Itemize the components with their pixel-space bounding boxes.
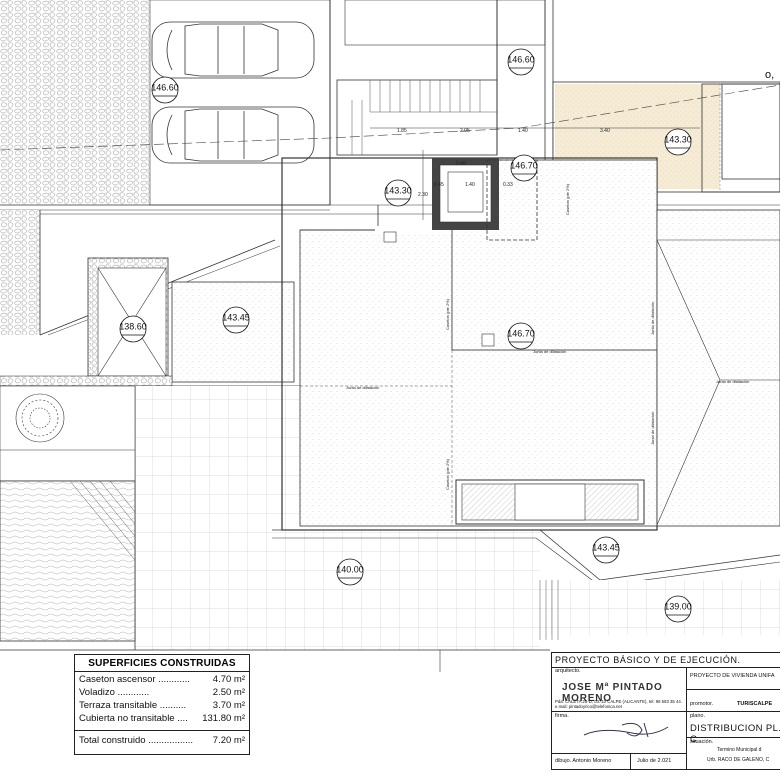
level-label: 143.45 [592, 542, 620, 552]
level-label: 143.45 [222, 312, 250, 322]
car-2 [151, 106, 315, 164]
promoter-name: TURISCALPE [737, 701, 773, 707]
total-value: 7.20 m² [212, 735, 245, 746]
car-1 [151, 21, 315, 79]
areas-row: Cubierta no transitable .... 131.80 m² [75, 711, 249, 724]
level-label: 140.00 [336, 564, 364, 574]
joint-label: Junta de dilatación [716, 379, 749, 384]
title-block: PROYECTO BÁSICO Y DE EJECUCIÓN. arquitec… [551, 652, 780, 770]
slope-label: Junta de dilatación [650, 412, 655, 445]
areas-title: SUPERFICIES CONSTRUIDAS [75, 655, 249, 672]
level-label: 146.70 [507, 328, 535, 338]
slope-label: Caseton (pte 2%) [445, 458, 450, 490]
architect-address: Pda. CALETA 25-D; 03710 CALPE (ALICANTE)… [555, 699, 682, 709]
dimension-label: 0.45 [434, 182, 444, 188]
dimension-label: 3.40 [600, 128, 610, 134]
level-markers: 146.60 146.60 143.30 143.30 146.70 143.4… [119, 48, 692, 623]
email-line: e.mail: pintadoyrico@telefonica.net [555, 704, 622, 709]
slope-label: Caseton (pte 2%) [445, 298, 450, 330]
level-marker: 143.45 [592, 536, 620, 564]
dimension-label: 1.85 [397, 128, 407, 134]
architect-name: JOSE Mª PINTADO MORENO [562, 682, 663, 704]
dimension-label: 2.30 [418, 192, 428, 198]
areas-table: SUPERFICIES CONSTRUIDAS Caseton ascensor… [74, 654, 250, 755]
level-marker: 140.00 [336, 558, 364, 586]
plan-label: plano. [690, 713, 705, 719]
pool [0, 480, 136, 642]
level-label: 146.60 [151, 82, 179, 92]
joint-label: Junta de dilatación [533, 349, 566, 354]
slope-label: Caseton (pte 2%) [565, 183, 570, 215]
architect-label: arquitecto. [555, 668, 581, 674]
level-label: 138.60 [119, 321, 147, 331]
level-marker: 143.30 [384, 179, 412, 207]
signature [583, 722, 669, 738]
level-marker: 143.45 [222, 306, 250, 334]
level-label: 146.60 [507, 54, 535, 64]
row-value: 131.80 m² [202, 713, 245, 724]
promoter-label: promotor. [690, 701, 714, 707]
situation-line-1: Termino Municipal d [717, 747, 762, 753]
svg-text:o,: o, [765, 69, 774, 81]
row-label: Voladizo ............ [79, 687, 150, 698]
level-marker: 146.70 [510, 154, 538, 182]
section-line [0, 84, 780, 151]
drawn-by: dibujo. Antonio Moreno [555, 758, 612, 764]
level-marker: 146.60 [151, 76, 179, 104]
areas-row: Voladizo ............ 2.50 m² [75, 685, 249, 698]
row-label: Caseton ascensor ............ [79, 674, 190, 685]
project-name: PROYECTO DE VIVIENDA UNIFA [690, 673, 775, 679]
level-label: 143.30 [384, 185, 412, 195]
title-block-left: arquitecto. JOSE Mª PINTADO MORENO Pda. … [552, 667, 687, 769]
level-marker: 146.60 [507, 48, 535, 76]
level-marker: 143.30 [664, 128, 692, 156]
drawing-date: Julio de 2.021 [637, 758, 672, 764]
row-label: Terraza transitable .......... [79, 700, 187, 711]
stairs [351, 80, 497, 155]
level-label: 146.70 [510, 160, 538, 170]
situation-label: situación. [690, 739, 714, 745]
level-marker: 139.00 [664, 595, 692, 623]
address-line: Pda. CALETA 25-D; 03710 CALPE (ALICANTE)… [555, 699, 682, 704]
areas-row: Terraza transitable .......... 3.70 m² [75, 698, 249, 711]
dimension-label: 0.40 [456, 161, 466, 167]
row-value: 2.50 m² [212, 687, 245, 698]
level-label: 143.30 [664, 134, 692, 144]
dimension-label: 2.05 [460, 128, 470, 134]
dimension-label: 1.40 [518, 128, 528, 134]
areas-total-row: Total construido ................. 7.20 m… [75, 730, 249, 746]
joint-label: Junta de dilatación [346, 385, 379, 390]
tree [15, 393, 65, 443]
row-value: 4.70 m² [212, 674, 245, 685]
dimension-label: 0.33 [503, 182, 513, 188]
signature-label: firma. [555, 713, 569, 719]
plan-title: DISTRIBUCION PL. C [690, 723, 780, 745]
slope-label: Junta de dilatación [650, 302, 655, 335]
row-label: Cubierta no transitable .... [79, 713, 188, 724]
situation-line-2: Urb. RACO DE GALENO, C [707, 757, 770, 763]
dimension-label: 1.40 [465, 182, 475, 188]
areas-row: Caseton ascensor ............ 4.70 m² [75, 672, 249, 685]
level-label: 139.00 [664, 601, 692, 611]
row-value: 3.70 m² [212, 700, 245, 711]
total-label: Total construido ................. [79, 735, 194, 746]
title-block-header: PROYECTO BÁSICO Y DE EJECUCIÓN. [552, 653, 780, 668]
level-marker: 146.70 [507, 322, 535, 350]
terrace-tiles [135, 386, 300, 650]
level-marker: 138.60 [119, 315, 147, 343]
